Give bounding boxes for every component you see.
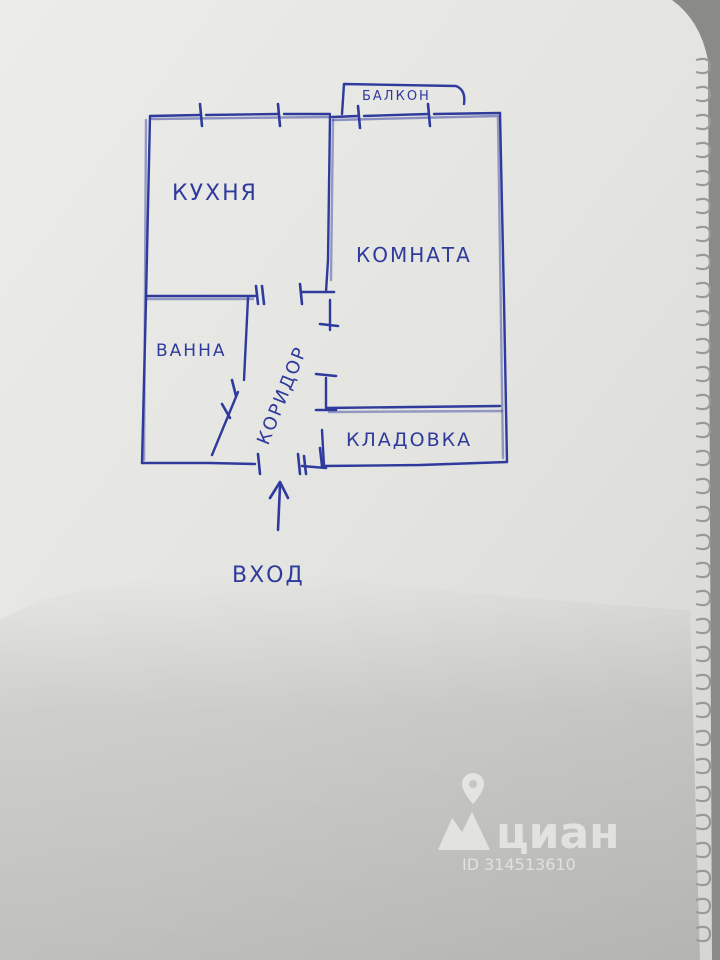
spiral-ring xyxy=(695,421,712,439)
spiral-ring xyxy=(695,897,712,915)
spiral-ring xyxy=(695,589,712,607)
spiral-ring xyxy=(695,925,712,943)
entrance-arrow xyxy=(268,480,290,532)
kitchen-label: КУХНЯ xyxy=(172,181,258,206)
spiral-ring xyxy=(695,729,712,747)
outer-wall-bottom-left xyxy=(140,461,257,466)
door-ticks xyxy=(198,102,432,476)
spiral-ring xyxy=(695,561,712,579)
bath-label: ВАННА xyxy=(156,341,227,361)
spiral-ring xyxy=(695,757,712,775)
watermark-id: ID 314513610 xyxy=(462,855,576,874)
spiral-ring xyxy=(695,141,712,159)
spiral-ring xyxy=(695,309,712,327)
outer-wall-right xyxy=(498,111,509,464)
storage-wall xyxy=(320,428,326,468)
spiral-ring xyxy=(695,169,712,187)
spiral-ring xyxy=(695,505,712,523)
bath-wall xyxy=(242,296,250,382)
spiral-ring xyxy=(695,337,712,355)
outer-wall-top-right xyxy=(330,111,502,119)
outer-wall-top-left xyxy=(148,112,332,118)
spiral-ring xyxy=(695,841,712,859)
spiral-ring xyxy=(695,533,712,551)
spiral-ring xyxy=(695,225,712,243)
kitchen-room-wall xyxy=(324,114,332,294)
balcony-label: БАЛКОН xyxy=(362,89,431,104)
watermark-brand: циан xyxy=(496,808,620,859)
spiral-ring xyxy=(695,197,712,215)
spiral-ring xyxy=(695,869,712,887)
spiral-ring xyxy=(695,785,712,803)
spiral-ring xyxy=(695,281,712,299)
spiral-binding xyxy=(695,57,712,943)
spiral-ring xyxy=(695,85,712,103)
spiral-ring xyxy=(695,673,712,691)
watermark: циан ID 314513610 xyxy=(438,773,620,874)
spiral-ring xyxy=(695,645,712,663)
bath-door-swing xyxy=(210,390,240,457)
spiral-ring xyxy=(695,449,712,467)
entrance-label: ВХОД xyxy=(232,563,305,588)
spiral-ring xyxy=(695,253,712,271)
spiral-ring xyxy=(695,393,712,411)
spiral-ring xyxy=(695,701,712,719)
outer-wall-left xyxy=(140,114,152,465)
balcony-outline xyxy=(340,82,466,116)
outer-wall-bottom-right xyxy=(320,460,509,468)
spiral-ring xyxy=(695,365,712,383)
spiral-ring xyxy=(695,813,712,831)
location-pin-icon xyxy=(438,773,490,850)
spiral-ring xyxy=(695,617,712,635)
spiral-ring xyxy=(695,113,712,131)
storage-label: КЛАДОВКА xyxy=(346,429,472,451)
spiral-ring xyxy=(695,477,712,495)
room-label: КОМНАТА xyxy=(356,243,472,267)
spiral-ring xyxy=(695,57,712,75)
